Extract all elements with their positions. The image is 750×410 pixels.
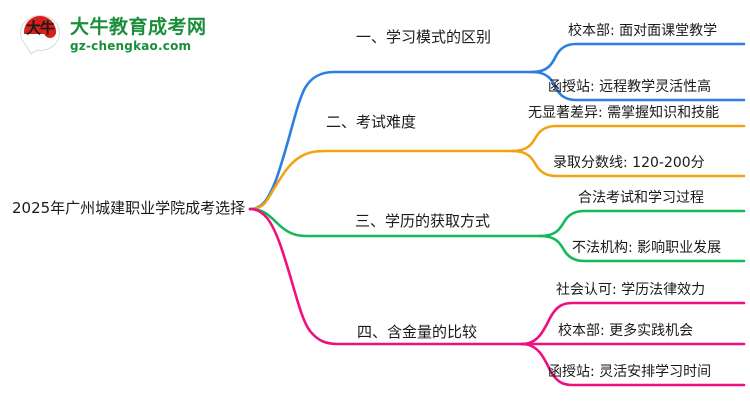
leaf-label-4-2: 校本部: 更多实践机会 <box>558 323 694 339</box>
branch-label-3: 三、学历的获取方式 <box>355 212 491 230</box>
connector-branch-2-leaf-2 <box>510 149 746 178</box>
leaf-label-3-2: 不法机构: 影响职业发展 <box>572 240 722 256</box>
logo-text-block: 大牛教育成考网 gz-chengkao.com <box>70 15 207 53</box>
connector-branch-4-leaf-1 <box>520 301 746 346</box>
logo-url: gz-chengkao.com <box>70 38 192 53</box>
connector-branch-1-leaf-1 <box>530 42 746 74</box>
leaf-label-4-3: 函授站: 灵活安排学习时间 <box>548 364 712 380</box>
leaf-label-1-2: 函授站: 远程教学灵活性高 <box>548 79 712 95</box>
leaf-label-2-1: 无显著差异: 需掌握知识和技能 <box>528 105 720 121</box>
logo-mark-icon: 大牛 <box>18 12 64 58</box>
leaf-label-4-1: 社会认可: 学历法律效力 <box>556 282 706 298</box>
leaf-label-3-1: 合法考试和学习过程 <box>578 190 704 206</box>
connector-branch-4-leaf-3 <box>520 342 746 387</box>
connector-root-to-branch-4 <box>248 207 524 346</box>
leaf-label-2-2: 录取分数线: 120-200分 <box>553 155 705 171</box>
leaf-label-1-1: 校本部: 面对面课堂教学 <box>568 23 718 39</box>
connector-root-to-branch-1 <box>248 70 534 211</box>
connector-branch-1-leaf-2 <box>530 70 746 102</box>
connector-branch-3-leaf-1 <box>538 209 746 238</box>
logo-mark-glyphs: 大牛 <box>25 19 55 37</box>
connector-branch-3-leaf-2 <box>538 234 746 263</box>
logo-title: 大牛教育成考网 <box>70 15 207 38</box>
branch-label-4: 四、含金量的比较 <box>357 323 478 341</box>
logo-red-dot <box>44 26 56 38</box>
root-node-label: 2025年广州城建职业学院成考选择 <box>12 199 246 217</box>
branch-label-2: 二、考试难度 <box>326 113 417 131</box>
connector-branch-2-leaf-1 <box>510 124 746 153</box>
connector-root-to-branch-2 <box>248 149 514 211</box>
branch-label-1: 一、学习模式的区别 <box>356 28 492 46</box>
site-logo: 大牛 大牛教育成考网 gz-chengkao.com <box>18 10 206 60</box>
